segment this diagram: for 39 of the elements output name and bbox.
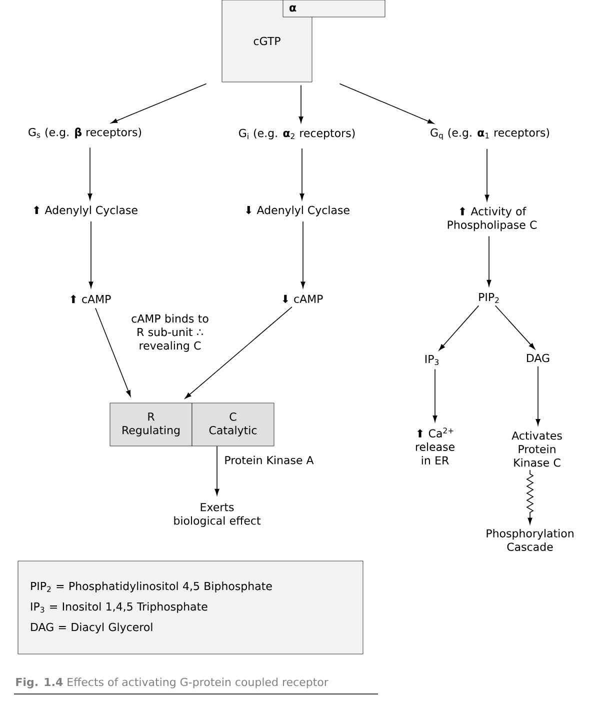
receptor-label: G$_{s}$ (e.g. β receptors): [28, 128, 142, 138]
effect-label: Phosphorylation Cascade: [486, 529, 574, 552]
arrow: [298, 84, 304, 123]
effect-label: Exerts biological effect: [174, 503, 261, 527]
arrow: [494, 305, 536, 350]
messenger-label: PIP$_{2}$: [479, 293, 499, 303]
arrow: [432, 368, 438, 422]
annotation: cAMP binds to R sub-unit ∴ revealing C: [132, 314, 208, 352]
messenger-label: ⬇ cAMP: [282, 294, 323, 304]
edge-label: Protein Kinase A: [223, 454, 315, 466]
kinase-box: C Catalytic: [192, 402, 274, 446]
arrow: [88, 221, 94, 288]
subunit-box: α: [282, 0, 386, 18]
effect-label: ⬆ Activity of Phospholipase C: [448, 206, 537, 232]
kinase-box: R Regulating: [110, 402, 192, 446]
caption: Fig. 1.4 Effects of activating G-protein coupled receptor: [16, 678, 328, 688]
definition-box: PIP$_{2}$ = Phosphatidylinositol 4,5 Biphosphate IP$_{3}$ = Inositol 1,4,5 Triphosphate DAG = Diacyl Glycerol: [18, 560, 364, 654]
messenger-label: DAG: [527, 354, 550, 362]
messenger-label: ⬆ cAMP: [70, 294, 111, 304]
arrow: [110, 83, 207, 124]
arrow: [95, 308, 131, 397]
messenger-label: IP$_{3}$: [425, 354, 439, 366]
arrow: [88, 147, 92, 200]
effect-label: ⬇ Adenylyl Cyclase: [246, 206, 350, 216]
arrow: [526, 470, 534, 524]
effect-label: ⬆ Adenylyl Cyclase: [34, 206, 138, 216]
arrow: [300, 221, 306, 288]
receptor-label: G$_{i}$ (e.g. α$_{2}$ receptors): [239, 128, 355, 140]
arrow: [536, 366, 540, 426]
arrow: [300, 148, 304, 200]
effect-label: Activates Protein Kinase C: [512, 431, 562, 467]
arrow: [484, 148, 490, 202]
arrow: [184, 306, 292, 399]
arrow: [486, 236, 492, 286]
arrow: [214, 446, 220, 496]
arrow: [438, 305, 480, 350]
arrow: [339, 83, 434, 124]
effect-label: ⬆ Ca$^{2+}$ release in ER: [416, 428, 454, 464]
receptor-label: G$_{q}$ (e.g. α$_{1}$ receptors): [430, 128, 550, 140]
